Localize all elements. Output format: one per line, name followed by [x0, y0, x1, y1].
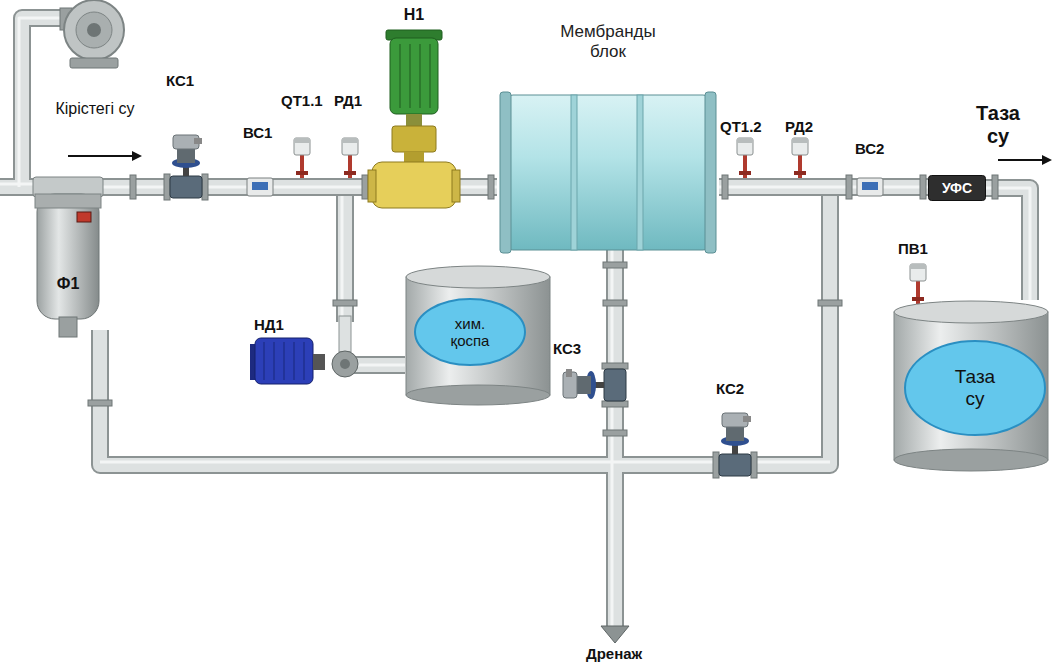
- pipes: [0, 18, 830, 628]
- drain-arrowhead: [601, 626, 629, 643]
- callout-label: QT1.2: [720, 118, 762, 135]
- callout-label: РД2: [785, 118, 813, 135]
- dosing-pump: НД1: [250, 316, 354, 390]
- callout-label: ВС1: [243, 124, 272, 141]
- node-label: НД1: [254, 316, 284, 333]
- callout-label: КС2: [716, 380, 744, 397]
- blower: [60, 0, 124, 68]
- callout-label: КС3: [553, 340, 581, 357]
- callout-label: ПВ1: [898, 240, 928, 257]
- node-label: хим. қоспа: [442, 315, 498, 350]
- membrane-block: Мембранды блок: [497, 20, 719, 252]
- pipe-connector: [986, 188, 1030, 300]
- node-label: Таза су: [943, 366, 1007, 410]
- node-label: УФС: [942, 180, 972, 196]
- callout-label: Дренаж: [586, 645, 642, 662]
- callout-label: Кірістегі су: [55, 100, 135, 118]
- node-label: Мембранды блок: [549, 22, 667, 61]
- pipe-connector: [103, 187, 368, 188]
- chemical-tank: хим. қоспа: [405, 265, 551, 407]
- callout-label: Таза су: [968, 102, 1028, 148]
- callout-label: QT1.1: [281, 92, 323, 109]
- pipe-connector: [354, 365, 405, 366]
- pipe-connector: [719, 187, 928, 188]
- node-label: Ф1: [43, 275, 93, 293]
- filter-housing: Ф1: [33, 172, 103, 337]
- node-label: Н1: [374, 6, 454, 24]
- uv-sterilizer: УФС: [928, 175, 986, 201]
- callout-label: ВС2: [855, 140, 884, 157]
- clean-water-tank: Таза су: [893, 300, 1049, 472]
- solenoid-valve: Н1: [368, 6, 460, 214]
- callout-label: КС1: [166, 72, 194, 89]
- callout-label: РД1: [334, 92, 362, 109]
